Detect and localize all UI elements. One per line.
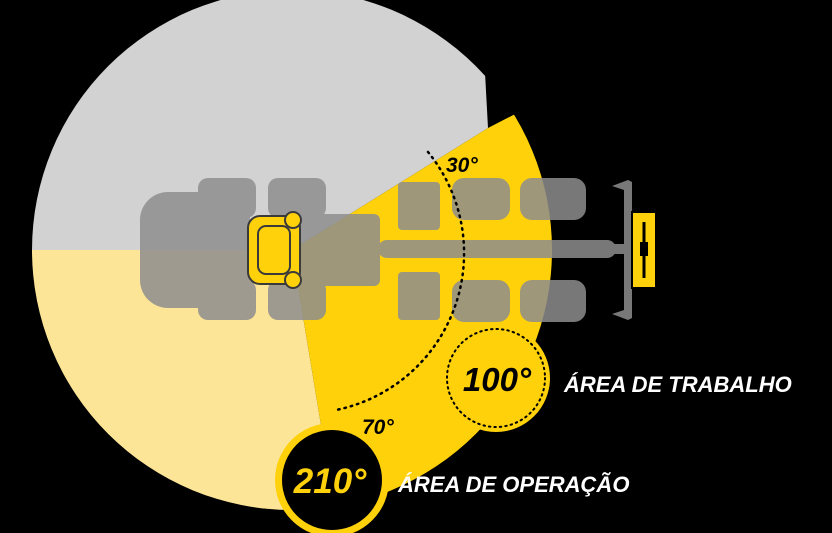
machine-rear-body bbox=[140, 192, 250, 308]
front-tire-top-2 bbox=[520, 178, 586, 220]
front-tire-bottom-1 bbox=[452, 280, 510, 322]
inner-dotted-arc bbox=[334, 150, 466, 412]
front-implement bbox=[631, 211, 657, 289]
front-tire-bottom-2 bbox=[520, 280, 586, 322]
rear-visibility-sector bbox=[32, 0, 488, 250]
fork-connector bbox=[614, 244, 636, 254]
front-frame-bottom bbox=[398, 272, 440, 320]
machine-chassis bbox=[290, 214, 380, 286]
operator-seat bbox=[247, 211, 302, 289]
machine-boom bbox=[378, 240, 616, 258]
angle-label-30: 30° bbox=[446, 154, 478, 177]
angle-label-70: 70° bbox=[362, 416, 394, 439]
rear-tire-bottom-2 bbox=[268, 280, 326, 320]
work-angle-badge: 100° bbox=[442, 324, 550, 432]
front-tire-top-1 bbox=[452, 178, 510, 220]
rear-tire-bottom-1 bbox=[198, 280, 256, 320]
rear-tire-top-1 bbox=[198, 178, 256, 218]
rear-tire-top-2 bbox=[268, 178, 326, 218]
fork-carriage bbox=[612, 180, 632, 320]
operation-angle-badge: 210° bbox=[275, 423, 389, 533]
operation-angle-value: 210° bbox=[293, 462, 367, 501]
front-frame-top bbox=[398, 182, 440, 230]
work-area-label: ÁREA DE TRABALHO bbox=[563, 372, 792, 397]
work-angle-value: 100° bbox=[463, 361, 532, 398]
machine-silhouette bbox=[140, 178, 636, 322]
operation-area-label: ÁREA DE OPERAÇÃO bbox=[397, 472, 629, 497]
